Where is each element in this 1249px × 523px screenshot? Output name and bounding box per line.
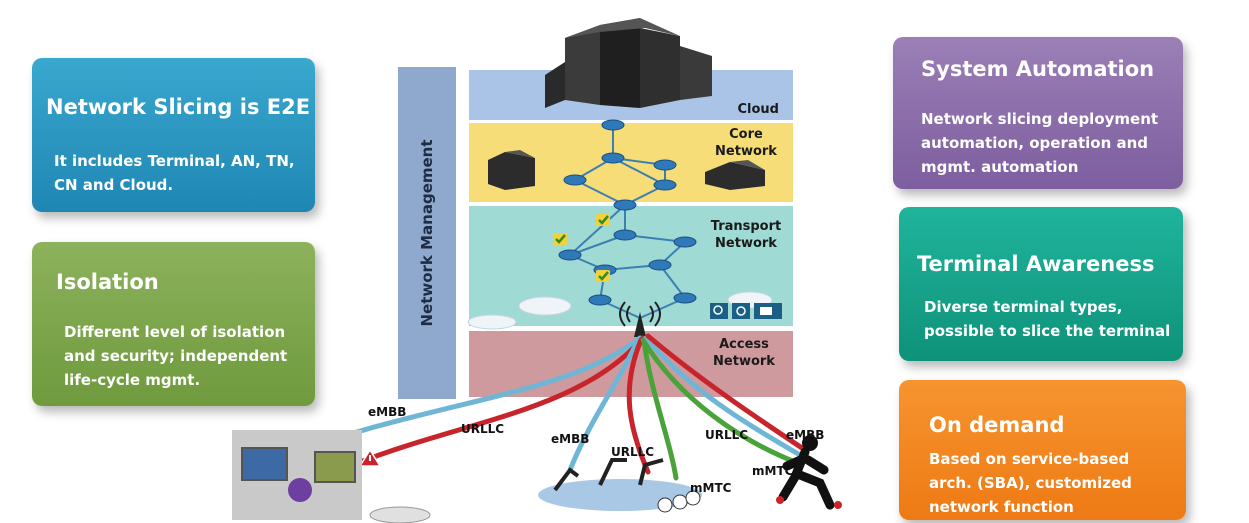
service-icons <box>710 303 782 319</box>
link-embb-robot <box>567 337 641 473</box>
link-embb-runner <box>643 335 803 458</box>
card-demand-line2: arch. (SBA), customized <box>929 474 1132 492</box>
link-mmtc-runner <box>640 337 798 465</box>
network-links <box>569 125 686 319</box>
cloud-datacenter-icon <box>545 18 712 108</box>
industrial-robots-image <box>538 458 702 513</box>
card-isolation: Isolation Different level of isolation a… <box>32 242 315 406</box>
link-urllc-car <box>357 335 646 465</box>
label-robot-urllc: URLLC <box>611 445 655 459</box>
router-icon <box>588 294 612 306</box>
card-e2e-title: Network Slicing is E2E <box>46 95 311 119</box>
check-icon <box>596 214 610 226</box>
label-runner-embb: eMBB <box>786 428 825 442</box>
network-management-bar: Network Management <box>398 67 456 399</box>
card-terminal-awareness: Terminal Awareness Diverse terminal type… <box>899 207 1183 361</box>
card-demand-line3: network function <box>929 498 1074 516</box>
router-icon <box>601 152 625 164</box>
check-icons <box>553 214 610 282</box>
label-car-urllc: URLLC <box>461 422 505 436</box>
link-urllc-runner <box>645 333 808 453</box>
router-icon <box>613 229 637 241</box>
router-icon <box>653 159 677 171</box>
car-interior-image <box>232 430 431 523</box>
router-icon <box>653 179 677 191</box>
core-server-left-icon <box>488 150 535 190</box>
label-runner-mmtc: mMTC <box>752 464 794 478</box>
card-demand-title: On demand <box>929 413 1065 437</box>
warning-icon <box>358 448 382 467</box>
link-mmtc-robot <box>641 337 679 481</box>
router-icon <box>673 292 697 304</box>
cloud-label: Cloud <box>737 102 780 117</box>
core-label-2: Network <box>715 144 777 159</box>
access-label-1: Access <box>719 337 769 352</box>
label-robot-embb: eMBB <box>551 432 590 446</box>
check-icon <box>553 233 567 245</box>
card-isolation-line2: and security; independent <box>64 347 288 365</box>
card-isolation-title: Isolation <box>56 270 159 294</box>
core-label-1: Core <box>729 127 763 142</box>
core-server-right-icon <box>705 160 765 190</box>
card-isolation-line1: Different level of isolation <box>64 323 286 341</box>
label-robot-mmtc: mMTC <box>690 481 732 495</box>
check-icon <box>596 270 610 282</box>
card-e2e: Network Slicing is E2E It includes Termi… <box>32 58 315 212</box>
card-terminal-line2: possible to slice the terminal <box>924 322 1171 340</box>
card-on-demand: On demand Based on service-based arch. (… <box>899 380 1186 520</box>
transport-label-2: Network <box>715 236 777 251</box>
card-automation-line3: mgmt. automation <box>921 158 1079 176</box>
access-label-2: Network <box>713 354 775 369</box>
router-icon <box>648 259 672 271</box>
card-demand-line1: Based on service-based <box>929 450 1130 468</box>
router-icon <box>673 236 697 248</box>
card-isolation-line3: life-cycle mgmt. <box>64 371 201 389</box>
router-icon <box>563 174 587 186</box>
card-e2e-line2: CN and Cloud. <box>54 176 174 194</box>
router-icon <box>601 119 625 131</box>
link-urllc-robot <box>626 337 651 475</box>
antenna-icon <box>619 301 661 337</box>
gears-icon <box>732 303 750 319</box>
card-terminal-line1: Diverse terminal types, <box>924 298 1123 316</box>
label-runner-urllc: URLLC <box>705 428 749 442</box>
card-automation-title: System Automation <box>921 57 1155 81</box>
routers <box>558 119 697 306</box>
transport-label-1: Transport <box>710 219 782 234</box>
card-e2e-line1: It includes Terminal, AN, TN, <box>54 152 295 170</box>
label-car-embb: eMBB <box>368 405 407 419</box>
card-system-automation: System Automation Network slicing deploy… <box>893 37 1183 189</box>
router-icon <box>558 249 582 261</box>
card-automation-line2: automation, operation and <box>921 134 1149 152</box>
runner-icon <box>776 435 842 510</box>
card-automation-line1: Network slicing deployment <box>921 110 1159 128</box>
router-icon <box>613 199 637 211</box>
card-terminal-title: Terminal Awareness <box>917 252 1155 276</box>
